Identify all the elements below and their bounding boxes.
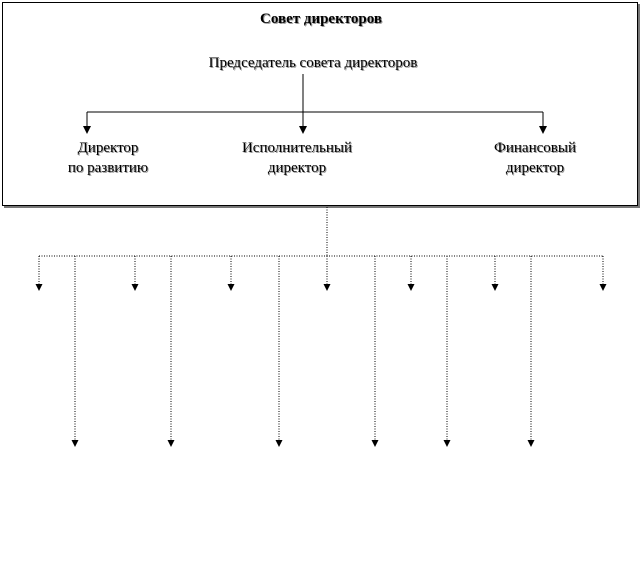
lower-connector-group (35, 207, 607, 447)
financial-director-line-2: директор (505, 160, 565, 176)
board-title: Совет директоров (260, 11, 382, 27)
development-director-line-1: Директор (77, 140, 139, 156)
executive-director-line-1: Исполнительный (241, 140, 353, 156)
executive-director-line-2: директор (267, 160, 327, 176)
development-director-label: Директор по развитию (38, 138, 178, 178)
development-director-line-2: по развитию (67, 160, 149, 176)
financial-director-label: Финансовый директор (462, 138, 608, 178)
financial-director-line-1: Финансовый (494, 140, 576, 156)
chairman-label: Председатель совета директоров (208, 55, 418, 71)
board-of-directors-box (2, 2, 638, 206)
chairman-connector-group (83, 74, 547, 134)
executive-director-label: Исполнительный директор (218, 138, 376, 178)
